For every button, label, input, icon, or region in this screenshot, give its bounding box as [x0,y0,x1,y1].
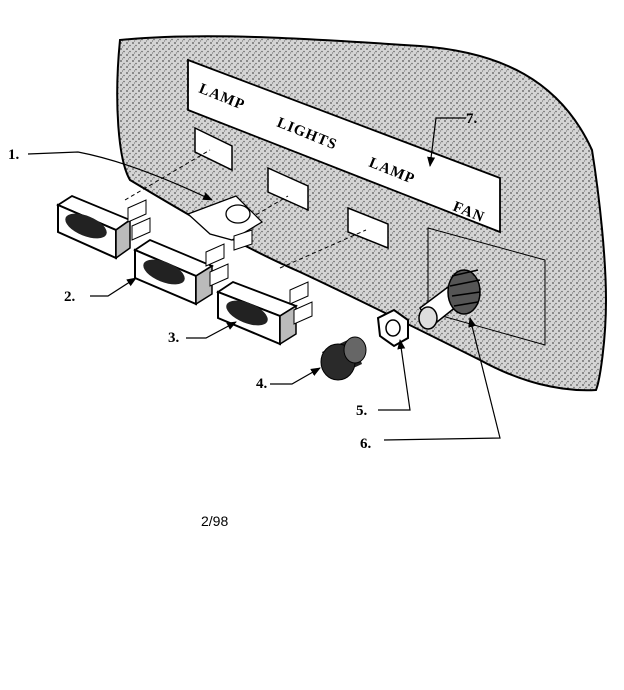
callouts: 1. 2. 3. 4. 5. 6. 7. [8,111,478,452]
rocker-switch-3 [216,280,313,346]
rotary-switch [418,269,481,330]
rocker-switch-1 [56,194,151,260]
leader-lines [27,117,501,441]
callout-2: 2. [64,289,76,305]
switch-cutouts [194,126,546,346]
callout-7: 7. [466,111,478,127]
callout-3: 3. [168,330,180,346]
hex-nut [376,308,409,348]
rocker-switch-2 [133,195,264,306]
assembly-lines [124,149,367,269]
callout-6: 6. [360,436,372,452]
control-knob [320,336,367,381]
callout-1: 1. [8,147,20,163]
callout-4: 4. [256,376,268,392]
callout-5: 5. [356,403,368,419]
date-code: 2/98 [201,513,228,529]
